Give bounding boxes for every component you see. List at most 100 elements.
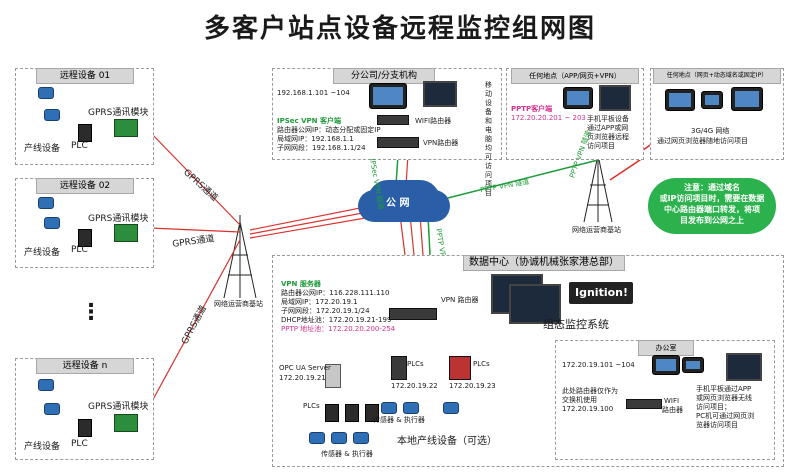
plc-icon xyxy=(345,404,359,422)
plc1-ip: 172.20.19.22 xyxy=(391,382,438,390)
tablet-icon xyxy=(369,83,407,109)
office-desc: PC机可通过网页浏 xyxy=(696,412,755,420)
cloud-label: 公 网 xyxy=(386,198,410,209)
branch-ip-range: 192.168.1.101 ~104 xyxy=(277,89,350,97)
branch-line: 局域网IP：192.168.1.1 xyxy=(277,135,354,143)
anywhere-web-panel: 任何地点（网页+动态域名或固定IP） 3G/4G 网络 通过网页浏览器随地访问项… xyxy=(650,68,784,160)
device-label: 产线设备 xyxy=(24,248,61,258)
plc-icon xyxy=(78,229,92,247)
local-line-label: 本地产线设备（可选） xyxy=(397,436,497,447)
tablet-icon xyxy=(731,87,763,111)
anywhere2-header: 任何地点（网页+动态域名或固定IP） xyxy=(653,68,781,84)
monitor-icon xyxy=(726,353,762,381)
tower-left-label: 网络运营商基站 xyxy=(214,300,263,308)
device-label: 产线设备 xyxy=(24,144,61,154)
vpn-server-title: VPN 服务器 xyxy=(281,280,321,288)
office-desc: 或网页浏览器无线 xyxy=(696,394,752,402)
office-desc: 手机平板通过APP xyxy=(696,385,752,393)
plc-rack-icon xyxy=(391,356,407,380)
dc-vpn-router-label: VPN 路由器 xyxy=(441,296,479,304)
motor-icon xyxy=(38,197,54,209)
note-line: 注意：通过域名 xyxy=(684,183,740,192)
plc-rack-icon xyxy=(449,356,471,380)
brand-label: Ignition! xyxy=(575,286,629,299)
switch-note: 172.20.19.100 xyxy=(562,405,614,413)
wifi-router-icon xyxy=(377,115,409,125)
monitor-icon xyxy=(423,81,457,107)
vpn-router-icon xyxy=(389,308,437,320)
office-desc: 览器访问项目 xyxy=(696,421,738,429)
plc2-ip: 172.20.19.23 xyxy=(449,382,496,390)
tablet-icon xyxy=(701,91,723,109)
motor-icon xyxy=(38,379,54,391)
gprs-module-icon xyxy=(114,224,138,242)
office-ip-range: 172.20.19.101 ~104 xyxy=(562,361,635,369)
opc-label: OPC UA Server xyxy=(279,364,331,372)
anywhere1-header: 任何地点（APP/网页+VPN） xyxy=(511,68,639,84)
switch-note: 交换机使用 xyxy=(562,396,597,404)
tablet-icon xyxy=(563,87,593,109)
module-label: GPRS通讯模块 xyxy=(88,402,149,412)
anywhere1-desc: 访问项目 xyxy=(587,142,615,150)
remote-site-01: 远程设备 01 GPRS通讯模块 产线设备 PLC xyxy=(15,68,154,165)
scada-label: 组态监控系统 xyxy=(543,318,609,331)
branch-side-text: 移动设备和电脑均可访问项目 xyxy=(485,81,492,197)
anywhere2-desc: 通过网页浏览器随地访问项目 xyxy=(657,137,748,145)
anywhere-app-panel: 任何地点（APP/网页+VPN） PPTP客户端 172.20.20.201 ~… xyxy=(506,68,644,160)
plc2-label: PLCs xyxy=(473,360,490,368)
monitor-icon xyxy=(509,284,561,324)
office-desc: 访问项目； xyxy=(696,403,731,411)
opc-ip: 172.20.19.21 xyxy=(279,374,326,382)
motor-icon xyxy=(38,87,54,99)
plc-icon xyxy=(78,419,92,437)
left-tower xyxy=(223,215,257,299)
anywhere1-desc: 手机平板设备 xyxy=(587,115,629,123)
internet-cloud xyxy=(368,180,440,220)
ignition-logo xyxy=(569,282,633,304)
page-title: 多客户站点设备远程监控组网图 xyxy=(203,14,596,44)
vpn-router-label: VPN路由器 xyxy=(423,139,459,147)
datacenter-line: 路由器公网IP：116.228.111.110 xyxy=(281,289,390,297)
branch-line: 子网网段：192.168.1.1/24 xyxy=(277,144,366,152)
data-center-panel: 数据中心（协诚机械张家港总部） VPN 服务器 路由器公网IP：116.228.… xyxy=(272,255,784,467)
ipsec-title: IPSec VPN 客户端 xyxy=(277,117,341,125)
motor-icon xyxy=(443,402,459,414)
ellipsis: ⋮ xyxy=(80,300,102,325)
branch-header: 分公司/分支机构 xyxy=(333,68,435,84)
wifi-router-label: WIFI路由器 xyxy=(415,117,452,125)
monitor-icon xyxy=(599,85,631,111)
motor-icon xyxy=(44,109,60,121)
note-line: 中心路由器端口转发，将项 xyxy=(664,205,760,214)
datacenter-line: DHCP地址池：172.20.19.21-199 xyxy=(281,316,392,324)
note-line: 或IP访问项目时，需要在数据 xyxy=(659,194,765,203)
office-panel: 办公室 172.20.19.101 ~104 此处路由器仅作为 交换机使用 17… xyxy=(555,340,775,460)
plc-icon xyxy=(365,404,379,422)
gprs-module-icon xyxy=(114,414,138,432)
wifi-router-icon xyxy=(626,399,662,409)
opc-server-icon xyxy=(325,364,341,388)
branch-office-panel: 分公司/分支机构 192.168.1.101 ~104 IPSec VPN 客户… xyxy=(272,68,502,197)
remote-site-header: 远程设备 n xyxy=(36,358,134,374)
sensors-label: 传感器 & 执行器 xyxy=(373,416,425,424)
remote-site-header: 远程设备 01 xyxy=(36,68,134,84)
datacenter-line: 子网网段：172.20.19.1/24 xyxy=(281,307,370,315)
pptp-pool: PPTP 地址池：172.20.20.200-254 xyxy=(281,325,396,333)
module-label: GPRS通讯模块 xyxy=(88,108,149,118)
vpn-router-icon xyxy=(377,137,419,148)
office-header: 办公室 xyxy=(638,340,694,356)
remote-site-n: 远程设备 n GPRS通讯模块 产线设备 PLC xyxy=(15,358,154,460)
tablet-icon xyxy=(665,89,695,111)
office-wifi-label: WIFI xyxy=(664,397,680,405)
plc-label: PLC xyxy=(71,141,88,151)
motor-icon xyxy=(381,402,397,414)
motor-icon xyxy=(331,432,347,444)
plc-label: PLC xyxy=(71,439,88,449)
motor-icon xyxy=(403,402,419,414)
datacenter-header: 数据中心（协诚机械张家港总部） xyxy=(463,255,625,271)
gprs-module-icon xyxy=(114,119,138,137)
note-bubble: 注意：通过域名 或IP访问项目时，需要在数据 中心路由器端口转发，将项 目发布到… xyxy=(648,178,776,234)
plc-icon xyxy=(78,124,92,142)
branch-line: 路由器公网IP：动态分配或固定IP xyxy=(277,126,381,134)
pptp-title: PPTP客户端 xyxy=(511,105,553,113)
pptp-range: 172.20.20.201 ~ 203 xyxy=(511,114,586,122)
